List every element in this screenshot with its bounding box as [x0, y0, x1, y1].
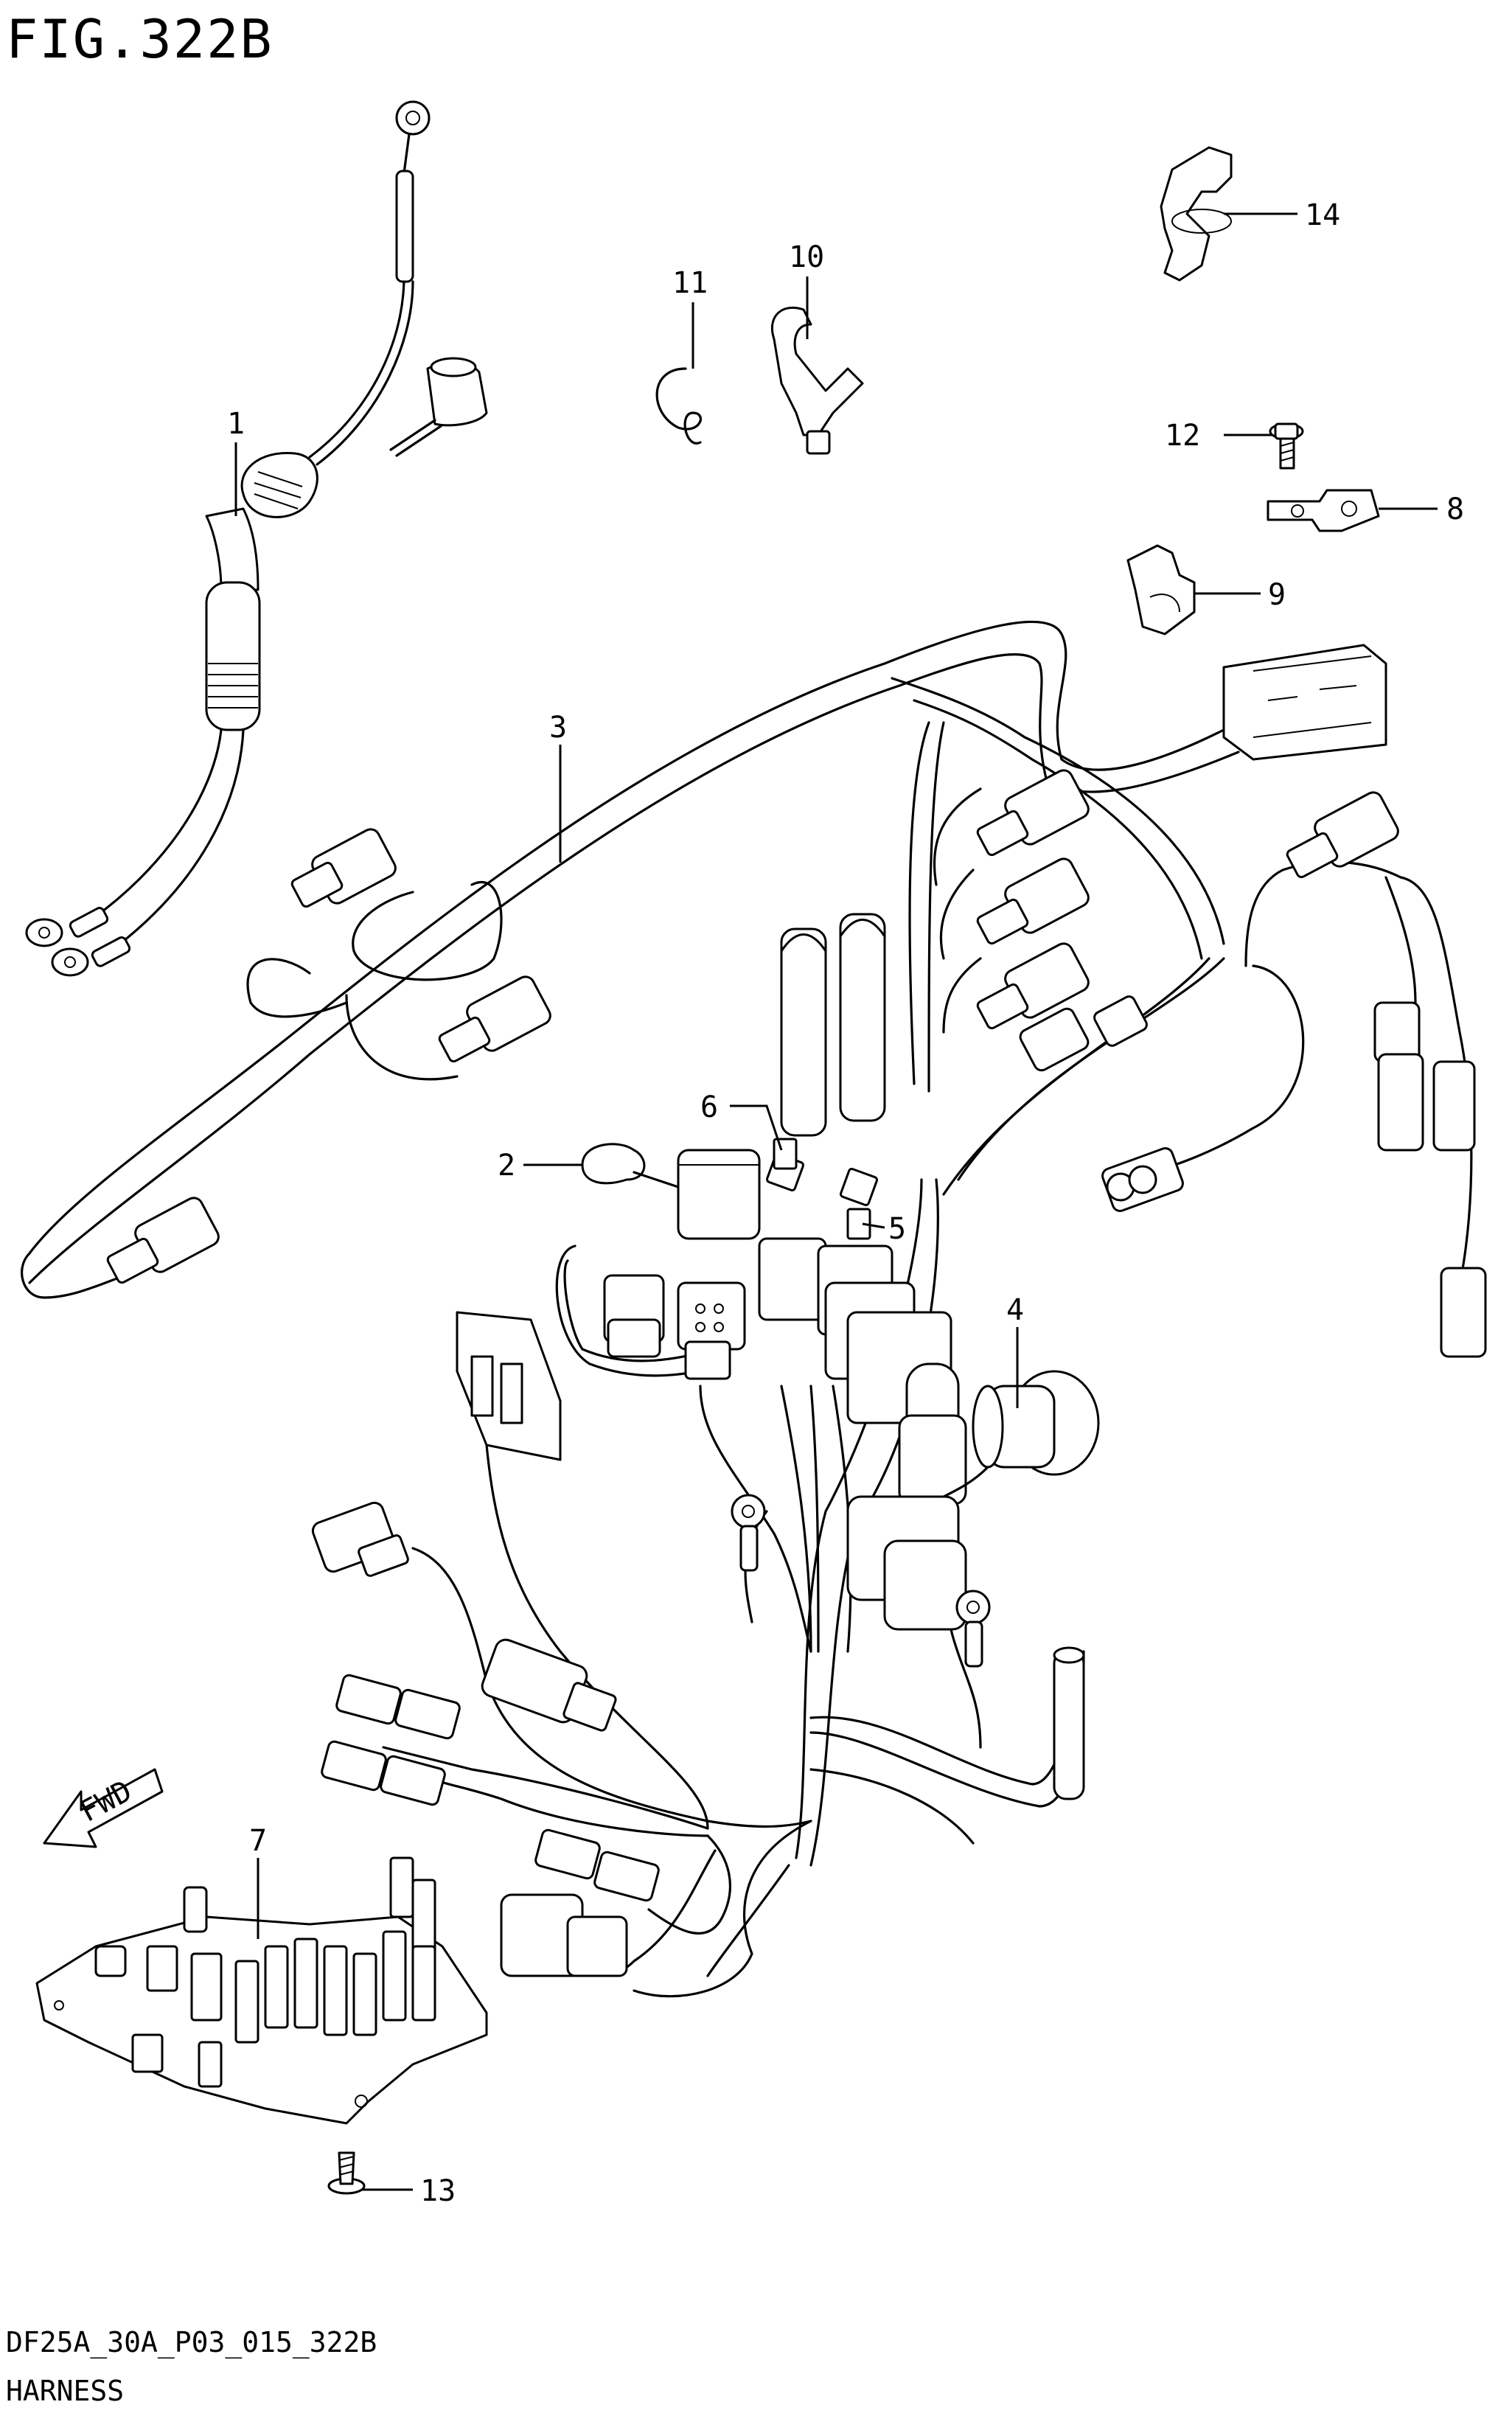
callout-leaders	[234, 212, 1438, 2191]
figure-code: DF25A_30A_P03_015_322B	[6, 2326, 377, 2359]
part-13-screw	[327, 2151, 366, 2195]
callout-11: 11	[672, 266, 708, 300]
part-4-buzzer	[942, 1370, 1100, 1498]
callout-8: 8	[1446, 492, 1464, 526]
callout-3: 3	[549, 711, 567, 745]
harness-connectors	[106, 644, 1487, 1977]
callout-numbers: 1 2 3 4 5 6 7 8 9 10 11 12 13 14	[227, 198, 1464, 2208]
figure-title: FIG.322B	[6, 8, 274, 70]
part-1-battery-cable	[25, 100, 488, 977]
callout-4: 4	[1006, 1293, 1024, 1327]
part-3-main-harness	[21, 620, 1473, 1998]
callout-6: 6	[700, 1090, 718, 1124]
part-5-fuse	[846, 1208, 871, 1240]
part-12-bolt	[1269, 422, 1304, 470]
fwd-arrow: FWD	[43, 1768, 164, 1848]
part-10-clamp	[770, 306, 864, 455]
part-14-clamp	[1160, 146, 1233, 282]
callout-5: 5	[888, 1212, 906, 1246]
part-11-clip	[655, 367, 702, 445]
callout-1: 1	[227, 407, 245, 441]
callout-7: 7	[249, 1824, 267, 1858]
callout-13: 13	[420, 2174, 456, 2208]
part-9-clamp	[1126, 544, 1196, 636]
part-8-bracket	[1267, 489, 1380, 532]
callout-9: 9	[1268, 578, 1286, 612]
callout-14: 14	[1305, 198, 1340, 232]
callout-2: 2	[498, 1149, 515, 1183]
callout-10: 10	[789, 240, 824, 274]
callout-12: 12	[1165, 419, 1200, 453]
part-2-relay	[581, 1143, 761, 1240]
part-6-fuse	[773, 1138, 798, 1170]
part-7-bracket	[35, 1856, 488, 2125]
figure-caption: HARNESS	[6, 2375, 124, 2407]
